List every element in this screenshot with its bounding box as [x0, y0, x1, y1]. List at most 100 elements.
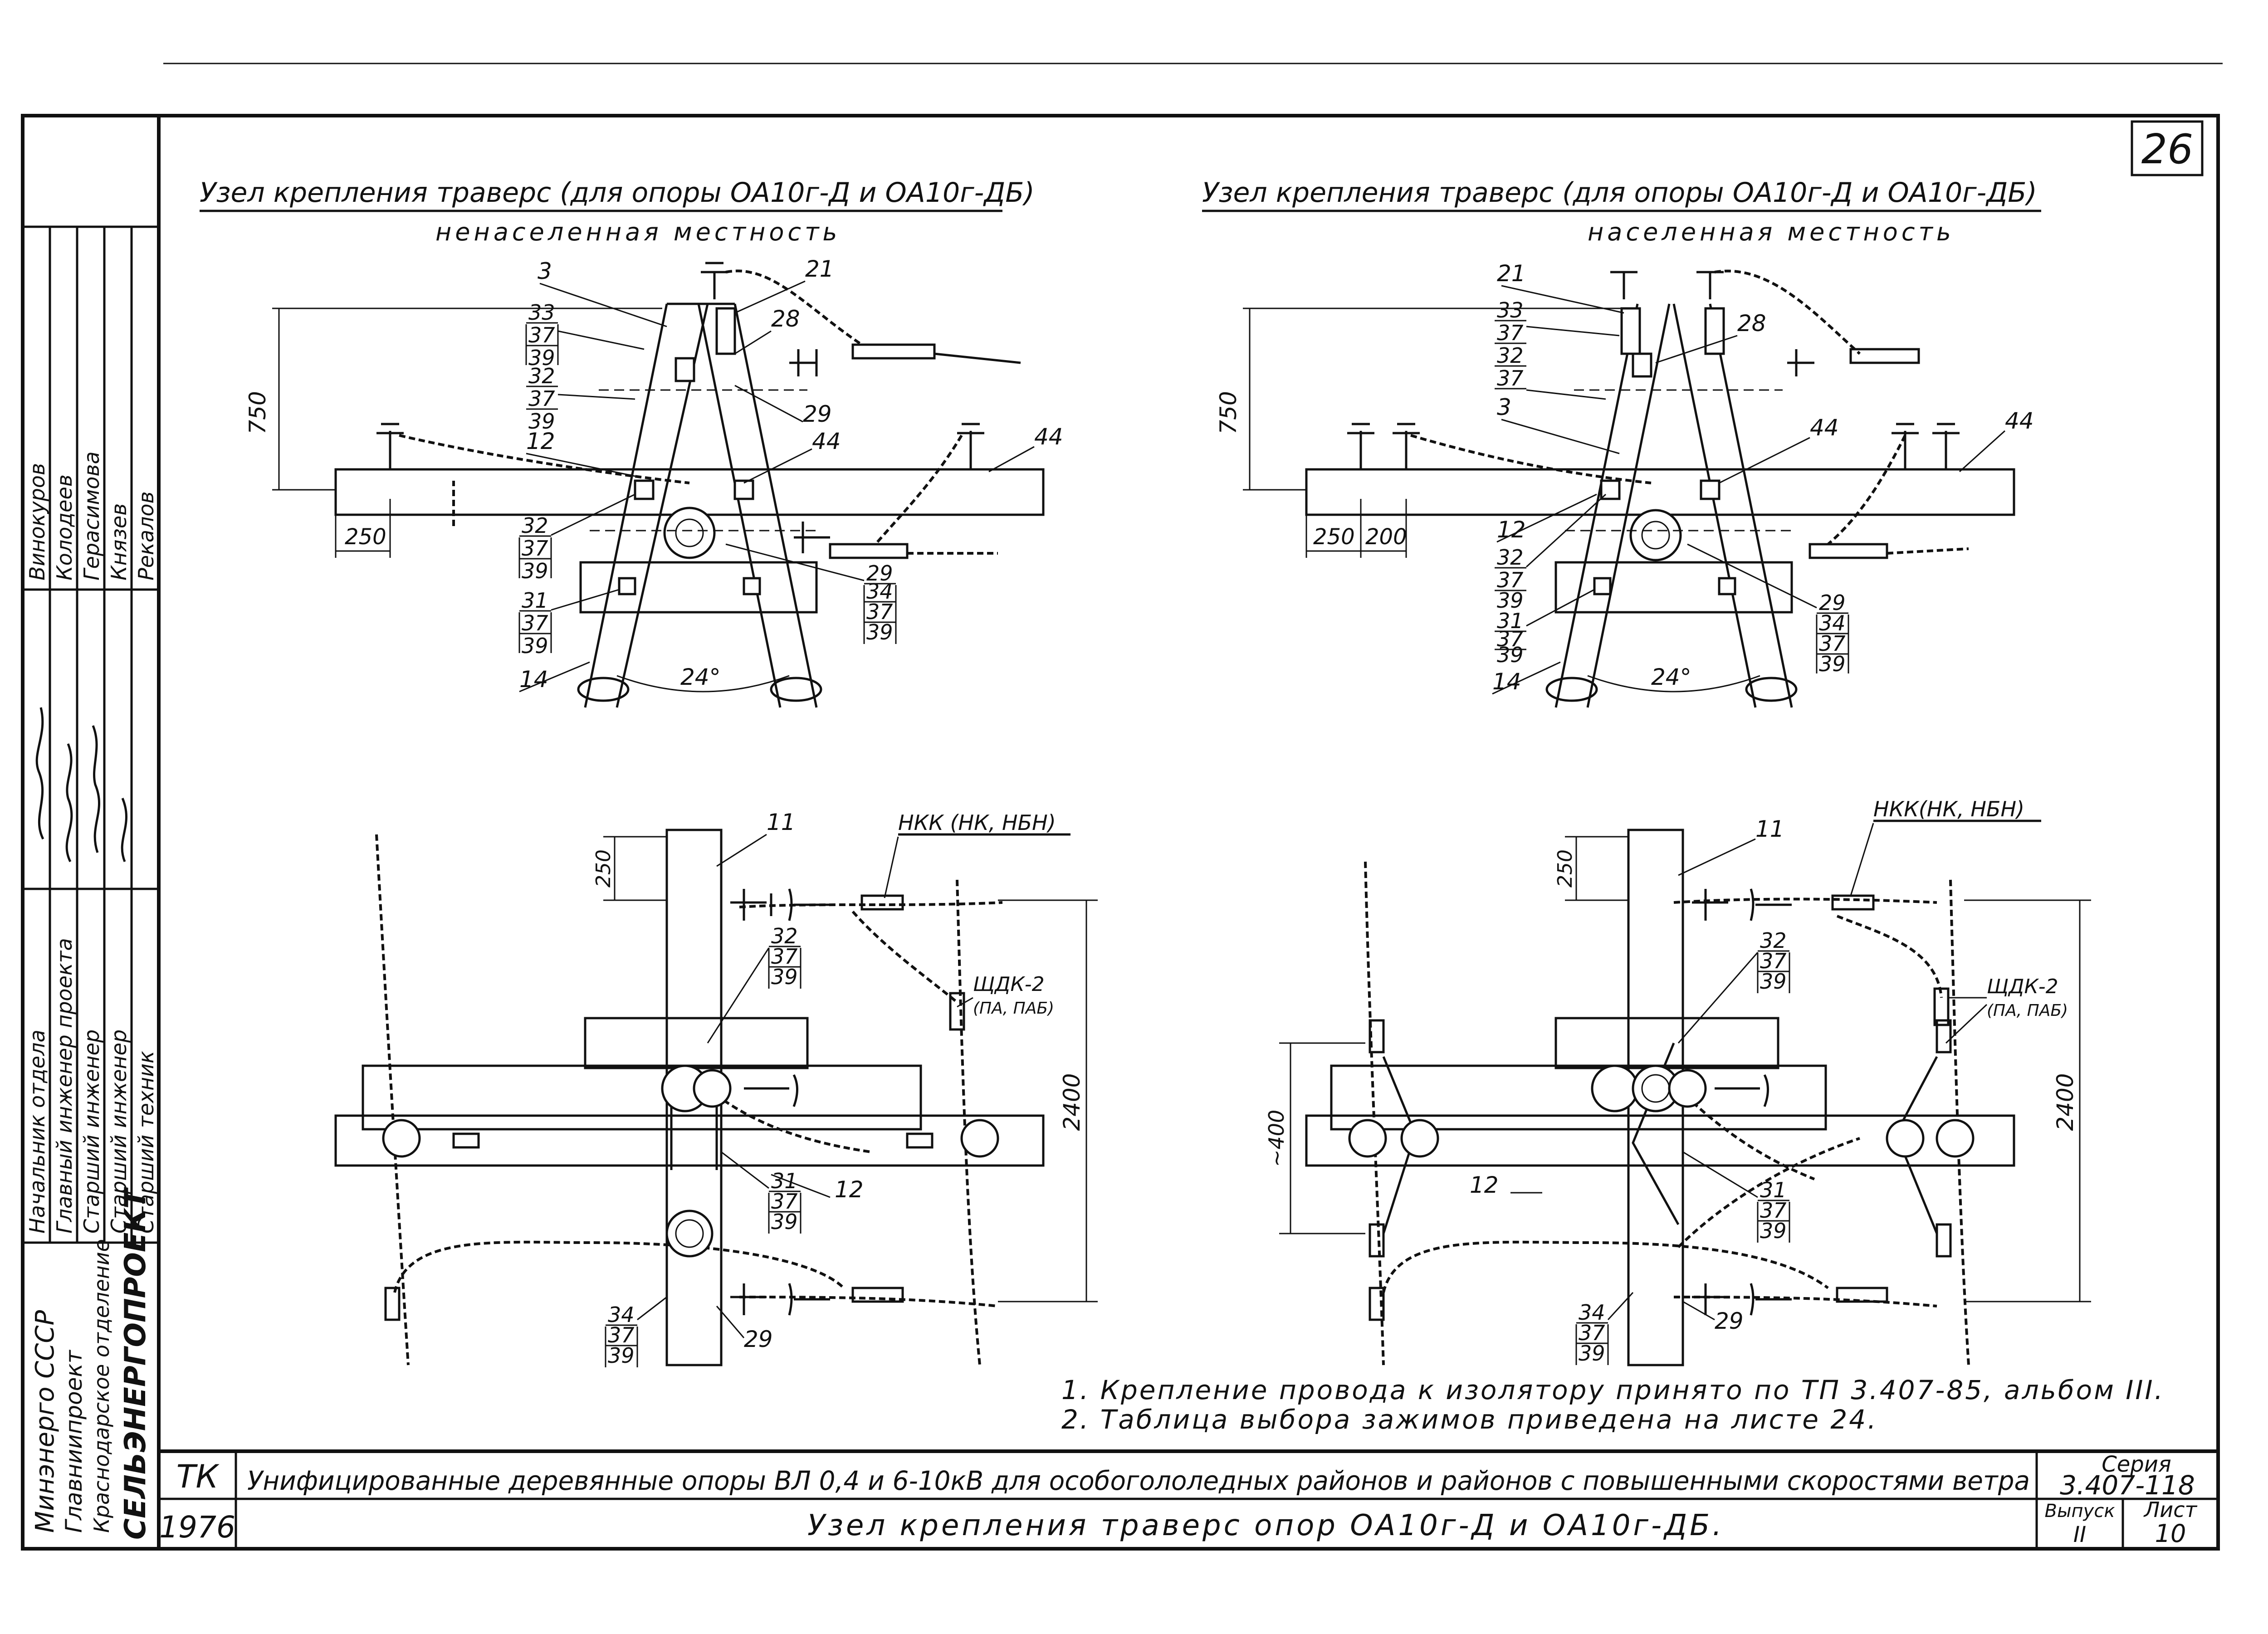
svg-text:39: 39: [522, 634, 548, 658]
left-plan-view: 250 2400 11 НКК (НК, НБН) ЩДК-2 (ПА, ПАБ…: [334, 809, 1098, 1368]
left-dim-750: 750: [244, 391, 271, 434]
svg-text:31: 31: [1497, 609, 1524, 633]
svg-text:29: 29: [1819, 590, 1846, 615]
right-dim-750: 750: [1215, 391, 1242, 434]
left-view-subtitle: ненаселенная местность: [435, 218, 841, 246]
right-label-12: 12: [1497, 517, 1526, 543]
right-plan-view: 250 2400 ~400 11 НКК(НК, НБН) ЩДК-2 (ПА,…: [1264, 797, 2091, 1366]
right-stack-29: 29 34 37 39: [1687, 543, 1849, 676]
svg-text:37: 37: [522, 536, 548, 561]
left-plan-shdk-sub: (ПА, ПАБ): [973, 999, 1054, 1018]
right-view-subtitle: населенная местность: [1588, 218, 1955, 246]
right-dim-250: 250: [1313, 524, 1355, 550]
svg-text:32: 32: [1760, 928, 1787, 953]
svg-text:31: 31: [1760, 1178, 1787, 1202]
right-plan-shdk: ЩДК-2: [1987, 975, 2058, 998]
stamp-role-5: Старший техник: [134, 1051, 158, 1234]
right-plan-shdk-sub: (ПА, ПАБ): [1987, 1001, 2068, 1020]
left-plan-dim-2400: 2400: [1059, 1073, 1085, 1131]
org-line-2: Главниипроект: [61, 1349, 87, 1533]
stamp-role-3: Старший инженер: [79, 1029, 104, 1234]
left-label-3: 3: [538, 258, 552, 284]
left-label-14: 14: [519, 666, 548, 693]
right-label-44-a: 44: [1810, 415, 1839, 441]
tb-series-label: Серия: [2102, 1452, 2171, 1477]
right-label-21: 21: [1497, 260, 1526, 287]
signatures: [35, 707, 127, 863]
left-dim-250: 250: [345, 524, 386, 550]
org-line-4: СЕЛЬЭНЕРГОПРОЕКТ: [119, 1187, 152, 1540]
tb-subtitle: Узел крепления траверс опор ОА10г-Д и ОА…: [807, 1509, 1724, 1542]
left-stack-32b: 32 37 39: [518, 493, 635, 583]
svg-text:37: 37: [771, 944, 798, 969]
svg-text:32: 32: [522, 513, 548, 538]
right-plan-stack-34: 34 37 39: [1575, 1292, 1634, 1366]
left-label-21: 21: [805, 256, 834, 282]
left-stack-32a: 32 37 39: [526, 364, 635, 434]
svg-text:37: 37: [608, 1323, 635, 1347]
svg-text:39: 39: [771, 1210, 798, 1234]
svg-text:37: 37: [1497, 321, 1524, 345]
svg-text:32: 32: [528, 364, 555, 388]
left-plan-stack-32: 32 37 39: [707, 924, 802, 1044]
right-dim-200: 200: [1365, 524, 1407, 550]
left-label-29: 29: [803, 401, 832, 427]
insulator-icon: [1692, 888, 1888, 1316]
left-stack-31: 31 37 39: [518, 588, 620, 658]
note-1: 1. Крепление провода к изолятору принято…: [1061, 1375, 2165, 1405]
right-plan-stack-32: 32 37 39: [1677, 928, 1790, 1044]
svg-text:39: 39: [1760, 1219, 1787, 1243]
left-view-title: Узел крепления траверс (для опоры ОА10г-…: [200, 177, 1035, 209]
tb-sheet-label: Лист: [2143, 1497, 2198, 1522]
svg-text:39: 39: [771, 965, 798, 989]
right-plan-label-29: 29: [1715, 1308, 1744, 1334]
stamp-role-1: Начальник отдела: [25, 1029, 49, 1234]
left-plan-stack-31: 31 37 39: [721, 1151, 802, 1234]
svg-text:39: 39: [1497, 588, 1524, 613]
tb-year: 1976: [159, 1510, 235, 1545]
svg-text:37: 37: [528, 386, 555, 411]
right-stack-33: 33 37: [1495, 298, 1620, 345]
svg-text:39: 39: [1497, 643, 1524, 667]
right-plan-dim-2400: 2400: [2052, 1073, 2078, 1131]
title-block: ТК 1976 Унифицированные деревянные опоры…: [159, 1449, 2218, 1549]
svg-text:39: 39: [866, 620, 893, 644]
right-stack-32a: 32 37: [1495, 343, 1606, 400]
tb-series-value: 3.407-118: [2060, 1470, 2195, 1501]
stamp-name-2: Колодеев: [52, 474, 77, 580]
org-line-3: Краснодарское отделение: [89, 1239, 114, 1533]
svg-text:34: 34: [1579, 1300, 1605, 1325]
svg-text:39: 39: [528, 409, 555, 434]
stamp-name-5: Рекалов: [134, 491, 158, 580]
stamp-name-3: Герасимова: [79, 451, 104, 580]
sheet-number: 26: [2141, 126, 2194, 173]
svg-text:34: 34: [608, 1302, 635, 1327]
right-plan-label-11: 11: [1755, 816, 1784, 842]
left-label-44-b: 44: [1034, 424, 1063, 450]
right-label-3: 3: [1497, 394, 1511, 420]
right-elevation-view: Узел крепления траверс (для опоры ОА10г-…: [1202, 177, 2041, 708]
svg-text:33: 33: [1497, 298, 1524, 322]
insulator-icon: [376, 262, 984, 553]
right-angle: 24°: [1651, 664, 1691, 690]
right-stack-31: 31 37 39: [1495, 589, 1595, 667]
right-plan-stack-31: 31 37 39: [1682, 1151, 1790, 1243]
right-label-28: 28: [1737, 310, 1766, 337]
svg-text:32: 32: [771, 924, 798, 948]
svg-text:37: 37: [1497, 366, 1524, 390]
left-plan-dim-250: 250: [592, 849, 615, 888]
svg-text:32: 32: [1497, 545, 1524, 570]
right-plan-dim-400: ~400: [1264, 1110, 1289, 1167]
svg-text:39: 39: [1760, 969, 1787, 994]
svg-text:39: 39: [522, 559, 548, 583]
right-plan-label-12: 12: [1470, 1172, 1499, 1198]
right-stack-32b: 32 37 39: [1495, 493, 1607, 613]
svg-text:37: 37: [1497, 568, 1524, 592]
tb-main-title: Унифицированные деревянные опоры ВЛ 0,4 …: [247, 1465, 2030, 1496]
left-stack-33: 33 37 39: [525, 300, 645, 370]
insulator-icon: [1347, 271, 1960, 469]
sheet-number-box: [2131, 120, 2204, 176]
svg-text:34: 34: [1819, 611, 1846, 635]
svg-text:33: 33: [528, 300, 555, 325]
